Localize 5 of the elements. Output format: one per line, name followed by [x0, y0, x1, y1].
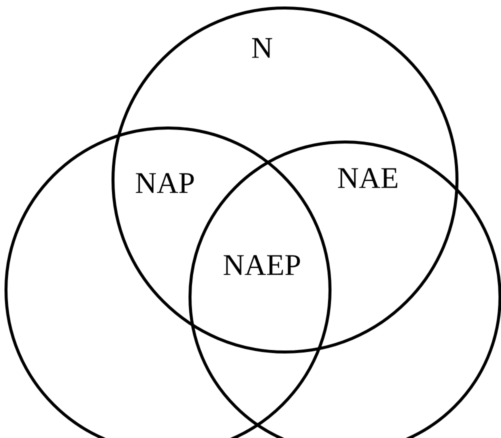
circle: [112, 6, 458, 354]
region-label: NAEP: [224, 255, 300, 275]
region-label: NAE: [338, 168, 398, 188]
region-label: NAP: [136, 173, 194, 193]
region-label: N: [252, 38, 272, 58]
